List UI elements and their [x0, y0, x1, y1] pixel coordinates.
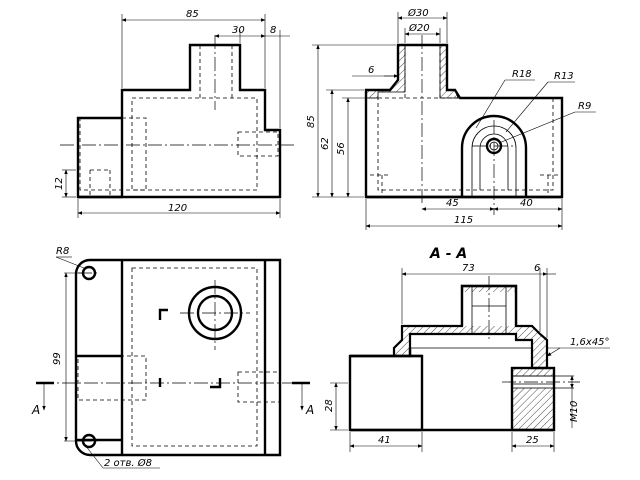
dim-6-section: 6: [534, 263, 540, 274]
dim-40-side: 40: [520, 198, 533, 209]
dim-41: 41: [378, 435, 391, 446]
dim-62-side: 62: [320, 137, 331, 150]
dim-85-side: 85: [306, 115, 317, 128]
dim-120-front: 120: [168, 203, 187, 214]
dim-99-top: 99: [52, 352, 63, 365]
dim-28: 28: [324, 399, 335, 412]
dim-45-side: 45: [446, 198, 459, 209]
top-outline: [74, 258, 282, 457]
dim-r9: R9: [578, 101, 591, 112]
dim-d30: Ø30: [407, 7, 429, 19]
side-view: Ø30 Ø20 6 85 62 56 45 40 115 R18 R13: [306, 7, 596, 230]
dim-12-front: 12: [54, 177, 65, 190]
dim-m10: M10: [569, 401, 580, 422]
side-outline: [364, 43, 564, 199]
dim-85-front: 85: [186, 9, 199, 20]
top-view: A A 99 R8 2 отв. Ø8: [31, 246, 314, 469]
dim-holes: 2 отв. Ø8: [104, 457, 152, 469]
section-mark-left: A: [31, 403, 40, 417]
dim-chamfer: 1,6x45°: [570, 337, 610, 348]
dim-r8: R8: [56, 246, 69, 257]
dim-d20: Ø20: [408, 22, 430, 34]
front-view: 85 30 8 12 120: [54, 9, 296, 218]
dim-r13: R13: [554, 71, 574, 82]
dim-73: 73: [462, 263, 475, 274]
dim-56-side: 56: [336, 142, 347, 155]
dim-r18: R18: [512, 69, 532, 80]
section-mark-right: A: [305, 403, 314, 417]
dim-30-front: 30: [232, 25, 245, 36]
front-outline: [76, 43, 282, 199]
dim-25: 25: [526, 435, 539, 446]
dim-6-side: 6: [368, 65, 374, 76]
section-view: A - A 73 6 1,: [324, 246, 610, 452]
dim-8-front: 8: [270, 25, 276, 36]
section-title: A - A: [429, 246, 467, 262]
dim-115-side: 115: [454, 215, 473, 226]
